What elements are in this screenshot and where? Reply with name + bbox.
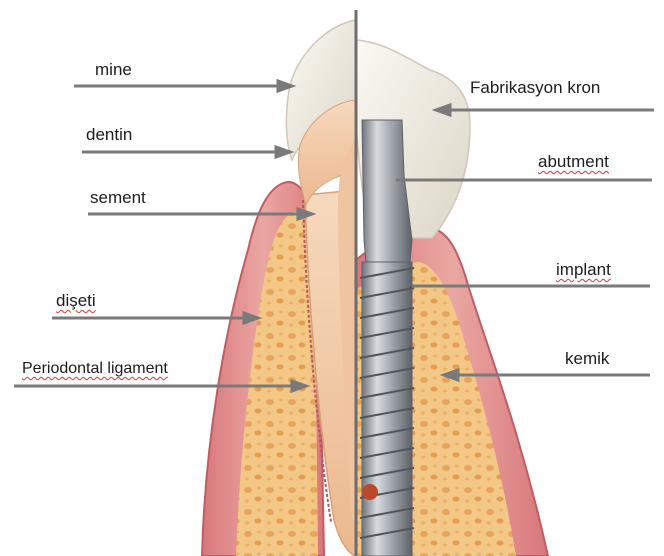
label-periodontal-ligament: Periodontal ligament <box>22 359 168 379</box>
label-fabrikasyon-kron: Fabrikasyon kron <box>470 78 600 98</box>
label-abutment: abutment <box>538 152 609 172</box>
implant-root-tip <box>362 484 378 500</box>
label-implant: implant <box>556 260 611 280</box>
label-dentin: dentin <box>86 125 132 145</box>
label-mine: mine <box>95 60 132 80</box>
label-kemik: kemik <box>565 349 609 369</box>
label-diseti: dişeti <box>56 291 96 311</box>
label-sement: sement <box>90 188 146 208</box>
